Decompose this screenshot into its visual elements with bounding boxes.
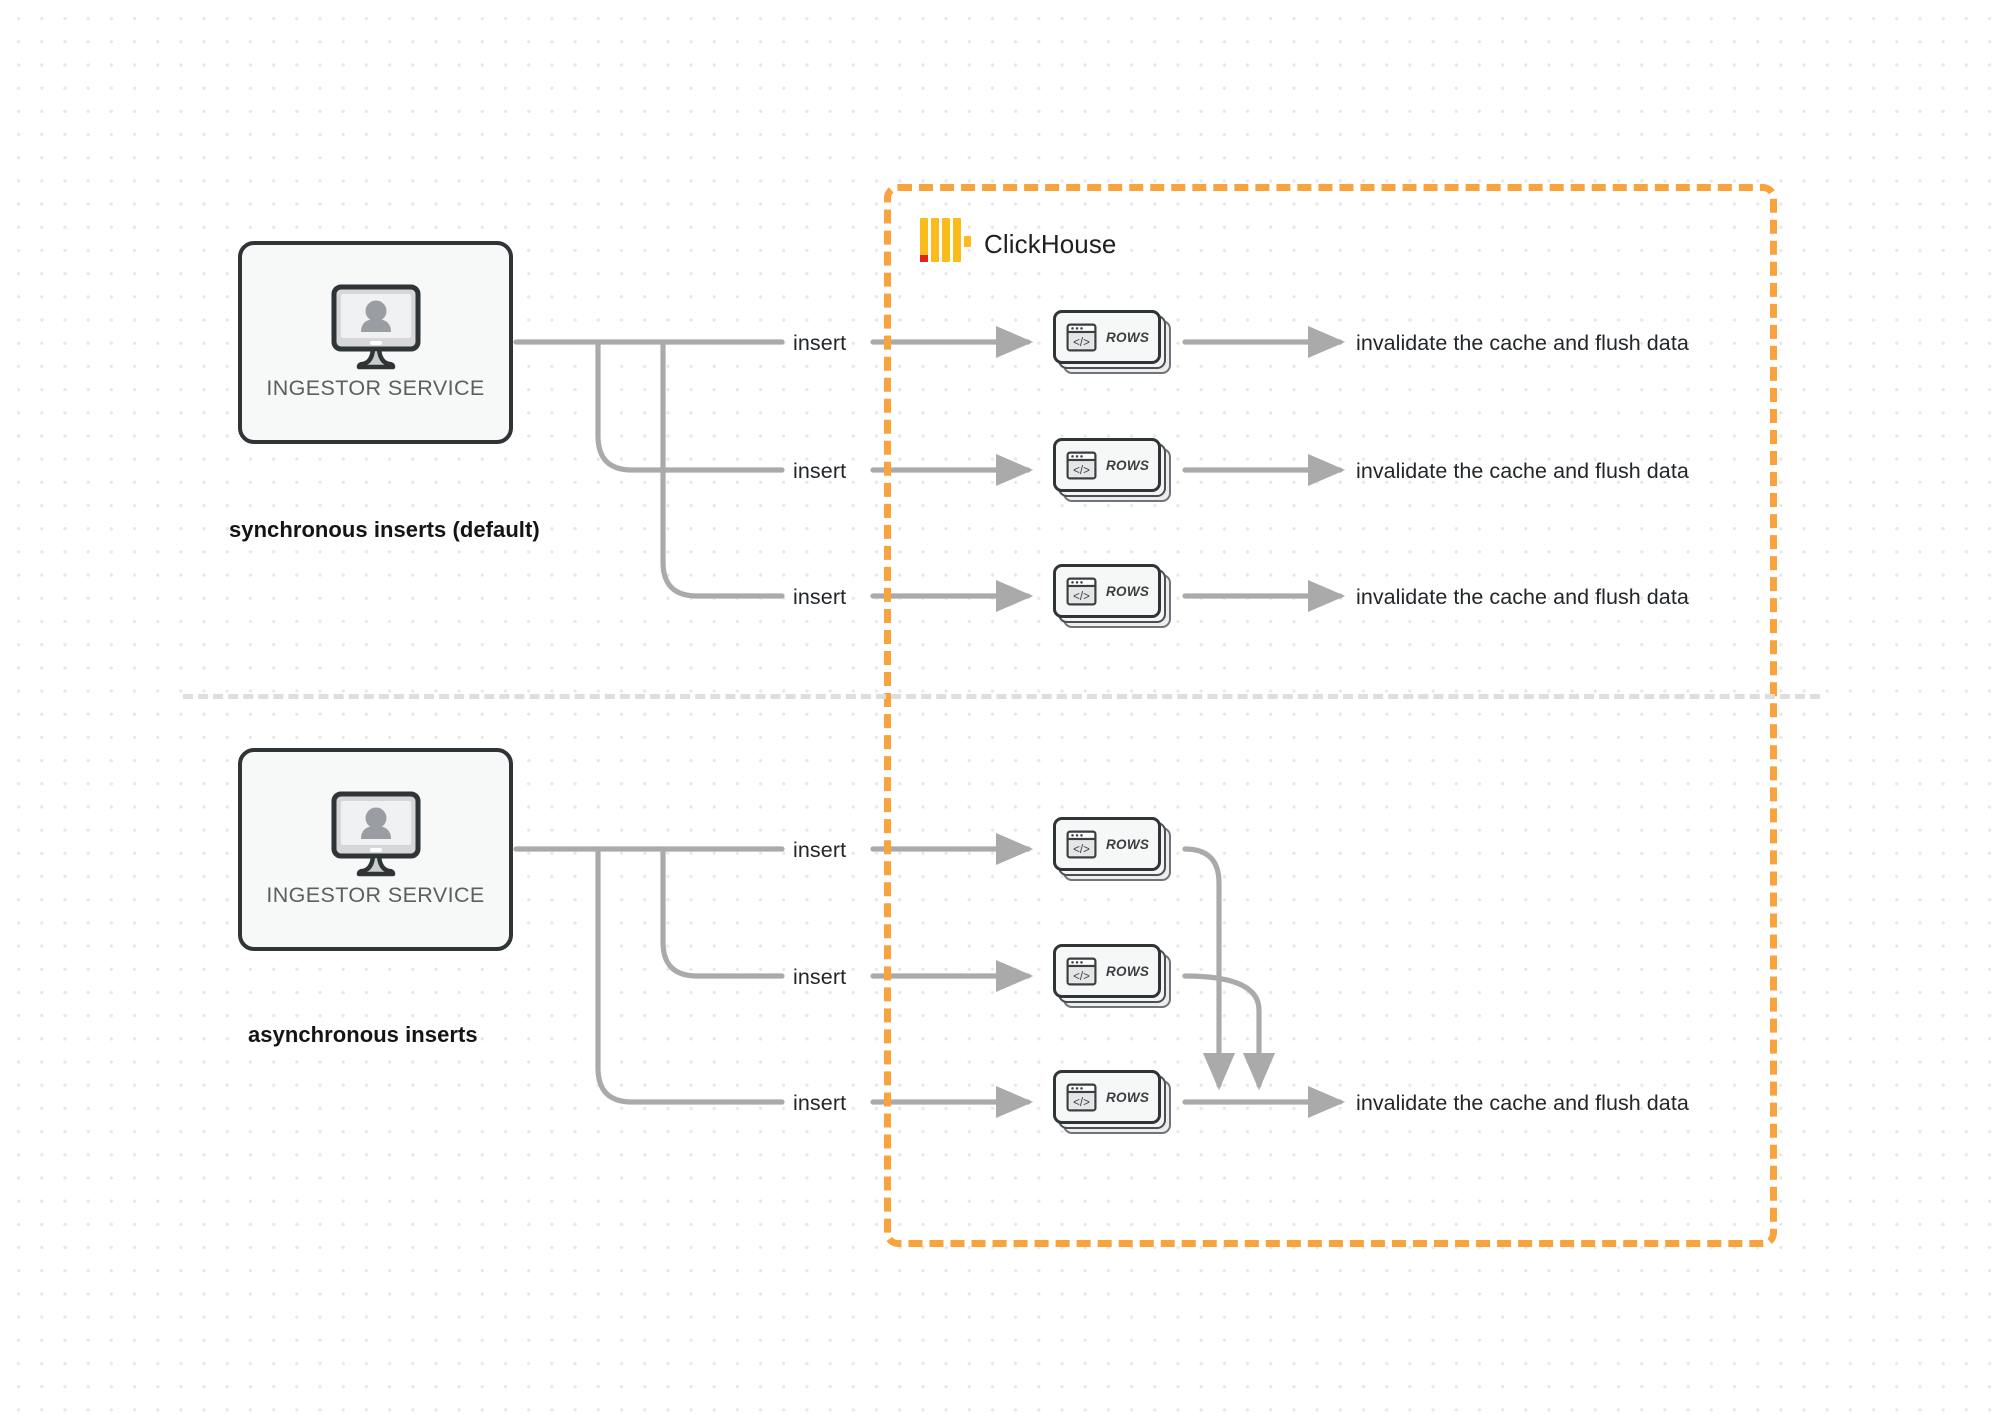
outcome-label-sync-1: invalidate the cache and flush data [1356, 331, 1689, 355]
edge-label-insert-async-1: insert [793, 838, 847, 862]
code-window-icon: </> [1066, 322, 1097, 351]
code-window-icon: </> [1066, 576, 1097, 605]
edge-label-insert-sync-2: insert [793, 459, 847, 483]
svg-text:</>: </> [1073, 465, 1090, 477]
clickhouse-brand: ClickHouse [920, 218, 1117, 262]
svg-text:</>: </> [1073, 591, 1090, 603]
rows-node-label: ROWS [1106, 963, 1150, 979]
rows-node-sync-2[interactable]: </> ROWS [1053, 438, 1171, 502]
clickhouse-boundary [884, 184, 1777, 1247]
ingestor-service-label-sync: INGESTOR SERVICE [266, 376, 485, 400]
rows-node-label: ROWS [1106, 1089, 1150, 1105]
section-caption-async: asynchronous inserts [248, 1022, 478, 1047]
section-caption-sync: synchronous inserts (default) [229, 517, 540, 542]
monitor-user-icon [331, 791, 420, 877]
outcome-label-sync-3: invalidate the cache and flush data [1356, 585, 1689, 609]
clickhouse-logo-icon [920, 218, 971, 262]
edge-label-insert-async-2: insert [793, 965, 847, 989]
rows-node-sync-3[interactable]: </> ROWS [1053, 564, 1171, 628]
section-divider [183, 694, 1820, 699]
rows-node-front: </> ROWS [1053, 564, 1161, 618]
edge-label-insert-sync-1: insert [793, 331, 847, 355]
outcome-label-sync-2: invalidate the cache and flush data [1356, 459, 1689, 483]
code-window-icon: </> [1066, 450, 1097, 479]
rows-node-front: </> ROWS [1053, 1070, 1161, 1124]
rows-node-front: </> ROWS [1053, 817, 1161, 871]
rows-node-front: </> ROWS [1053, 310, 1161, 364]
svg-text:</>: </> [1073, 1097, 1090, 1109]
edge-label-insert-async-3: insert [793, 1091, 847, 1115]
rows-node-async-2[interactable]: </> ROWS [1053, 944, 1171, 1008]
edge-label-insert-sync-3: insert [793, 585, 847, 609]
rows-node-front: </> ROWS [1053, 944, 1161, 998]
rows-node-async-1[interactable]: </> ROWS [1053, 817, 1171, 881]
monitor-user-icon [331, 284, 420, 370]
ingestor-service-sync[interactable]: INGESTOR SERVICE [238, 241, 513, 444]
outcome-label-async-merged: invalidate the cache and flush data [1356, 1091, 1689, 1115]
svg-text:</>: </> [1073, 971, 1090, 983]
clickhouse-brand-label: ClickHouse [984, 229, 1117, 259]
rows-node-label: ROWS [1106, 836, 1150, 852]
rows-node-sync-1[interactable]: </> ROWS [1053, 310, 1171, 374]
rows-node-label: ROWS [1106, 457, 1150, 473]
ingestor-service-label-async: INGESTOR SERVICE [266, 883, 485, 907]
code-window-icon: </> [1066, 1082, 1097, 1111]
code-window-icon: </> [1066, 956, 1097, 985]
ingestor-service-async[interactable]: INGESTOR SERVICE [238, 748, 513, 951]
svg-text:</>: </> [1073, 337, 1090, 349]
rows-node-label: ROWS [1106, 329, 1150, 345]
rows-node-label: ROWS [1106, 583, 1150, 599]
svg-text:</>: </> [1073, 844, 1090, 856]
rows-node-front: </> ROWS [1053, 438, 1161, 492]
rows-node-async-3[interactable]: </> ROWS [1053, 1070, 1171, 1134]
code-window-icon: </> [1066, 829, 1097, 858]
